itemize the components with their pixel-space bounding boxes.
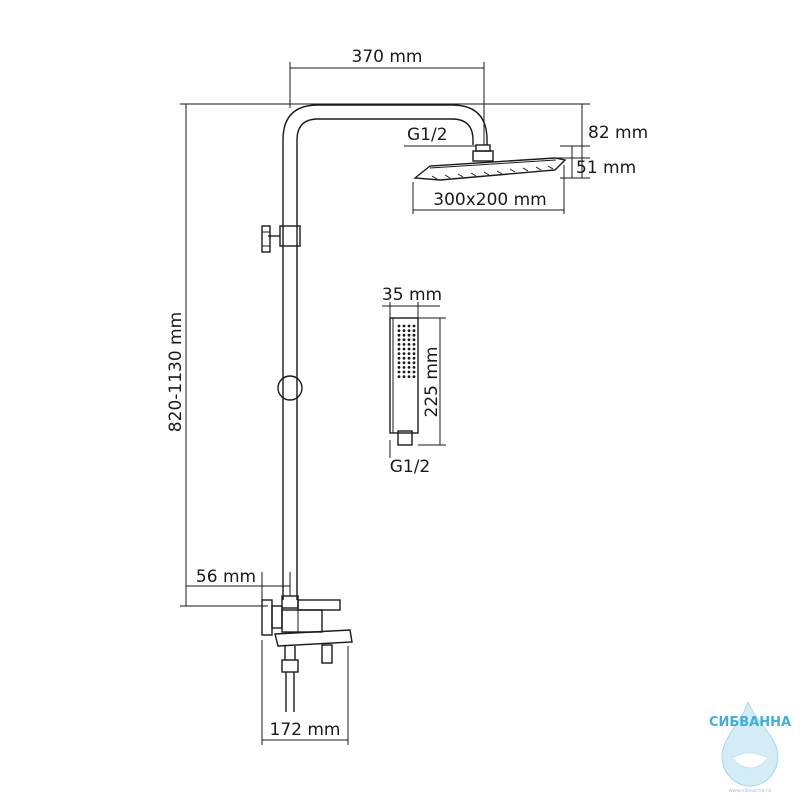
rain-shower-head bbox=[413, 144, 567, 181]
nozzle-dot bbox=[412, 375, 416, 378]
nozzle-dot bbox=[407, 338, 411, 342]
nozzle-dot bbox=[397, 333, 401, 337]
dim-hand-width: 35 mm bbox=[382, 285, 442, 305]
nozzle-dot bbox=[412, 366, 416, 369]
wall-bracket bbox=[261, 225, 301, 253]
dim-wall-offset: 56 mm bbox=[196, 567, 256, 587]
nozzle-dot bbox=[402, 343, 406, 346]
nozzle-dot bbox=[402, 375, 406, 378]
nozzle-dot bbox=[402, 361, 406, 365]
nozzle-dot bbox=[402, 366, 406, 369]
nozzle-dot bbox=[407, 333, 411, 337]
nozzle-dot bbox=[397, 338, 401, 342]
nozzle-dot bbox=[397, 347, 401, 351]
brand-watermark: СИБВАННА www.sibvanna.ru bbox=[709, 700, 791, 794]
nozzle-dot bbox=[397, 370, 401, 374]
dim-hand-length: 225 mm bbox=[422, 347, 442, 418]
brand-name: СИБВАННА bbox=[709, 715, 791, 730]
nozzle-dot bbox=[412, 361, 416, 365]
nozzle-dot bbox=[407, 343, 411, 346]
nozzle-dot bbox=[412, 329, 416, 332]
dim-height-range: 820-1130 mm bbox=[166, 312, 186, 432]
nozzle-dot bbox=[397, 356, 401, 360]
dimension-lines bbox=[180, 62, 590, 745]
nozzle-dot bbox=[412, 347, 416, 351]
mixer-body bbox=[261, 595, 353, 712]
nozzle-dot bbox=[397, 361, 401, 365]
water-drop-icon bbox=[721, 700, 779, 787]
dim-pipe-reach: 370 mm bbox=[352, 47, 423, 67]
nozzle-dot bbox=[407, 370, 411, 374]
nozzle-dot bbox=[412, 356, 416, 360]
nozzle-dot bbox=[397, 343, 401, 346]
nozzle-dot bbox=[397, 375, 401, 378]
nozzle-dot bbox=[412, 370, 416, 374]
dim-spout-width: 172 mm bbox=[270, 720, 341, 740]
nozzle-dot bbox=[412, 343, 416, 346]
nozzle-dot bbox=[402, 352, 406, 355]
nozzle-dot bbox=[407, 347, 411, 351]
nozzle-dot bbox=[397, 329, 401, 332]
nozzle-dot bbox=[412, 324, 416, 328]
nozzle-dot bbox=[402, 329, 406, 332]
nozzle-dot bbox=[402, 347, 406, 351]
nozzle-dot bbox=[412, 333, 416, 337]
nozzle-dot bbox=[412, 352, 416, 355]
hand-shower bbox=[389, 317, 419, 446]
nozzle-dot bbox=[402, 338, 406, 342]
nozzle-dot bbox=[407, 366, 411, 369]
nozzle-dot bbox=[412, 338, 416, 342]
nozzle-dot bbox=[407, 356, 411, 360]
nozzle-dot bbox=[402, 333, 406, 337]
nozzle-dot bbox=[402, 356, 406, 360]
nozzle-dot bbox=[407, 329, 411, 332]
nozzle-dot bbox=[397, 366, 401, 369]
nozzle-dot bbox=[407, 361, 411, 365]
nozzle-grid bbox=[397, 324, 416, 378]
brand-site: www.sibvanna.ru bbox=[729, 788, 772, 794]
nozzle-dot bbox=[407, 324, 411, 328]
dim-head-size: 300x200 mm bbox=[433, 190, 546, 210]
nozzle-dot bbox=[397, 324, 401, 328]
nozzle-dot bbox=[407, 352, 411, 355]
nozzle-dot bbox=[407, 375, 411, 378]
dim-head-thickness: 51 mm bbox=[576, 158, 636, 178]
nozzle-dot bbox=[402, 370, 406, 374]
nozzle-dot bbox=[402, 324, 406, 328]
nozzle-dot bbox=[397, 352, 401, 355]
slider-knob bbox=[277, 375, 303, 401]
dim-inlet-head: G1/2 bbox=[407, 125, 448, 145]
dim-head-drop: 82 mm bbox=[588, 123, 648, 143]
dim-inlet-hand: G1/2 bbox=[390, 457, 431, 477]
riser-pipe bbox=[282, 104, 488, 600]
dimension-labels: 370 mm G1/2 82 mm 51 mm 300x200 mm 820-1… bbox=[166, 47, 648, 740]
